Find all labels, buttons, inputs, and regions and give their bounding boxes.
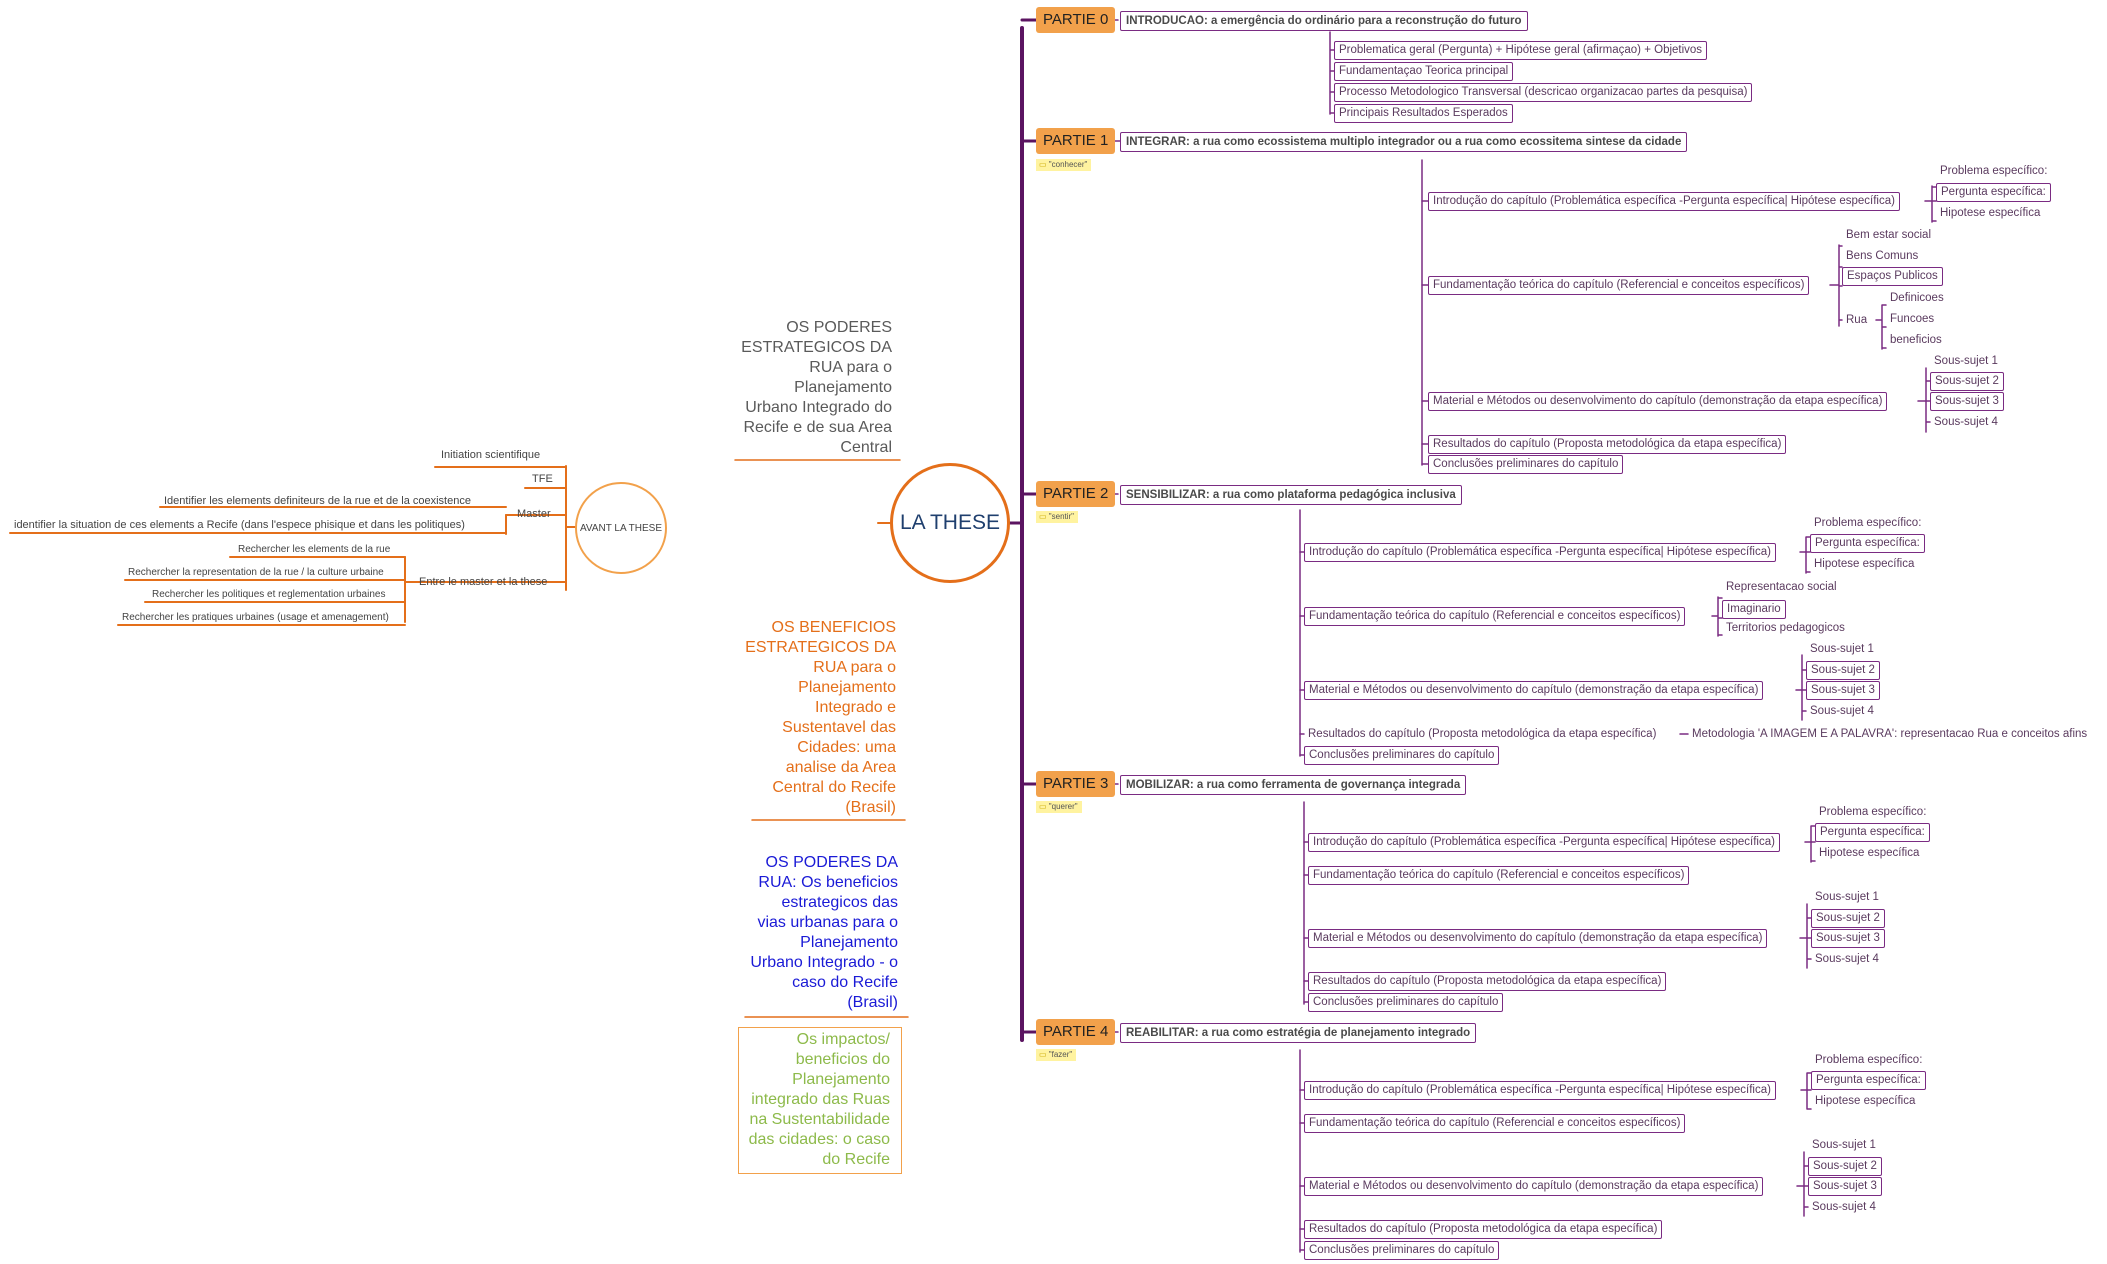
partie-1-conc[interactable]: Conclusões preliminares do capítulo [1428, 455, 1624, 474]
partie-1-title[interactable]: INTEGRAR: a rua como ecossistema multipl… [1120, 132, 1688, 152]
item-tfe[interactable]: TFE [532, 473, 553, 485]
partie-1-intro-sub[interactable]: Hipotese específica [1940, 207, 2041, 219]
partie-2-intro-sub[interactable]: Hipotese específica [1814, 558, 1915, 570]
partie-3-res[interactable]: Resultados do capítulo (Proposta metodol… [1308, 972, 1667, 991]
partie-3-fund[interactable]: Fundamentação teórica do capítulo (Refer… [1308, 866, 1690, 885]
partie-2-conc[interactable]: Conclusões preliminares do capítulo [1304, 746, 1500, 765]
partie-1-rua-sub[interactable]: Funcoes [1890, 313, 1935, 325]
partie-4-mat[interactable]: Material e Métodos ou desenvolvimento do… [1304, 1177, 1764, 1196]
item-rechercher-elements[interactable]: Rechercher les elements de la rue [238, 544, 391, 555]
partie-2-sous[interactable]: Sous-sujet 4 [1810, 705, 1874, 717]
partie-0-item[interactable]: Problematica geral (Pergunta) + Hipótese… [1334, 41, 1708, 60]
partie-1-note: "conhecer" [1036, 159, 1092, 171]
avant-la-these-node[interactable]: AVANT LA THESE [575, 482, 667, 574]
partie-4-fund[interactable]: Fundamentação teórica do capítulo (Refer… [1304, 1114, 1686, 1133]
partie-3-note: "querer" [1036, 801, 1082, 813]
partie-4-note: "fazer" [1036, 1049, 1077, 1061]
partie-3-sous[interactable]: Sous-sujet 2 [1811, 909, 1885, 928]
partie-1-intro-sub[interactable]: Problema específico: [1940, 165, 2048, 177]
partie-4-conc[interactable]: Conclusões preliminares do capítulo [1304, 1241, 1500, 1260]
partie-4-title[interactable]: REABILITAR: a rua como estratégia de pla… [1120, 1023, 1477, 1043]
item-initiation-scientifique[interactable]: Initiation scientifique [441, 449, 541, 461]
partie-1-intro[interactable]: Introdução do capítulo (Problemática esp… [1428, 192, 1900, 211]
partie-1-fund-sub[interactable]: Bens Comuns [1846, 250, 1919, 262]
partie-0-item[interactable]: Principais Resultados Esperados [1334, 104, 1513, 123]
partie-1-mat[interactable]: Material e Métodos ou desenvolvimento do… [1428, 392, 1888, 411]
partie-0-item[interactable]: Fundamentaçao Teorica principal [1334, 62, 1514, 81]
partie-2-note: "sentir" [1036, 511, 1079, 523]
partie-1-fund-sub-rua[interactable]: Rua [1846, 314, 1868, 326]
partie-2-res-note[interactable]: Metodologia 'A IMAGEM E A PALAVRA': repr… [1692, 728, 2088, 740]
partie-1-sous[interactable]: Sous-sujet 1 [1934, 355, 1998, 367]
partie-3-intro-sub[interactable]: Problema específico: [1819, 806, 1927, 818]
item-master[interactable]: Master [517, 508, 551, 520]
thesis-title-option-4-box [738, 1027, 902, 1174]
partie-3-intro[interactable]: Introdução do capítulo (Problemática esp… [1308, 833, 1780, 852]
partie-3-mat[interactable]: Material e Métodos ou desenvolvimento do… [1308, 929, 1768, 948]
partie-1-label[interactable]: PARTIE 1 [1036, 128, 1116, 154]
partie-2-fund-sub[interactable]: Imaginario [1722, 600, 1786, 619]
partie-0-label[interactable]: PARTIE 0 [1036, 7, 1116, 33]
partie-1-fund-sub[interactable]: Espaços Publicos [1842, 267, 1943, 286]
partie-3-label[interactable]: PARTIE 3 [1036, 771, 1116, 797]
partie-4-intro-sub[interactable]: Problema específico: [1815, 1054, 1923, 1066]
partie-1-rua-sub[interactable]: beneficios [1890, 334, 1942, 346]
partie-4-sous[interactable]: Sous-sujet 3 [1808, 1177, 1882, 1196]
partie-1-sous[interactable]: Sous-sujet 4 [1934, 416, 1998, 428]
partie-2-title[interactable]: SENSIBILIZAR: a rua como plataforma peda… [1120, 485, 1462, 505]
partie-2-mat[interactable]: Material e Métodos ou desenvolvimento do… [1304, 681, 1764, 700]
item-identifier-situation[interactable]: identifier la situation de ces elements … [14, 519, 465, 531]
item-rechercher-politiques[interactable]: Rechercher les politiques et reglementat… [152, 589, 386, 600]
partie-2-sous[interactable]: Sous-sujet 1 [1810, 643, 1874, 655]
item-entre-master-these[interactable]: Entre le master et la these [419, 576, 548, 588]
item-identifier-elements[interactable]: Identifier les elements definiteurs de l… [164, 495, 471, 507]
partie-4-label[interactable]: PARTIE 4 [1036, 1019, 1116, 1045]
partie-2-res[interactable]: Resultados do capítulo (Proposta metodol… [1308, 728, 1657, 740]
partie-4-sous[interactable]: Sous-sujet 4 [1812, 1201, 1876, 1213]
partie-2-fund-sub[interactable]: Representacao social [1726, 581, 1837, 593]
partie-3-sous[interactable]: Sous-sujet 3 [1811, 929, 1885, 948]
root-node[interactable]: LA THESE [890, 463, 1010, 583]
partie-2-intro-sub[interactable]: Problema específico: [1814, 517, 1922, 529]
partie-3-title[interactable]: MOBILIZAR: a rua como ferramenta de gove… [1120, 775, 1467, 795]
partie-1-intro-sub[interactable]: Pergunta específica: [1936, 183, 2051, 202]
partie-4-res[interactable]: Resultados do capítulo (Proposta metodol… [1304, 1220, 1663, 1239]
partie-3-intro-sub[interactable]: Pergunta específica: [1815, 823, 1930, 842]
partie-1-rua-sub[interactable]: Definicoes [1890, 292, 1944, 304]
partie-1-res[interactable]: Resultados do capítulo (Proposta metodol… [1428, 435, 1787, 454]
partie-2-sous[interactable]: Sous-sujet 3 [1806, 681, 1880, 700]
partie-1-sous[interactable]: Sous-sujet 2 [1930, 372, 2004, 391]
partie-2-intro[interactable]: Introdução do capítulo (Problemática esp… [1304, 543, 1776, 562]
partie-4-intro-sub[interactable]: Hipotese específica [1815, 1095, 1916, 1107]
partie-4-sous[interactable]: Sous-sujet 2 [1808, 1157, 1882, 1176]
partie-2-label[interactable]: PARTIE 2 [1036, 481, 1116, 507]
partie-2-fund-sub[interactable]: Territorios pedagogicos [1726, 622, 1845, 634]
item-rechercher-pratiques[interactable]: Rechercher les pratiques urbaines (usage… [122, 612, 389, 623]
partie-2-sous[interactable]: Sous-sujet 2 [1806, 661, 1880, 680]
partie-3-conc[interactable]: Conclusões preliminares do capítulo [1308, 993, 1504, 1012]
partie-3-sous[interactable]: Sous-sujet 4 [1815, 953, 1879, 965]
partie-1-fund-sub[interactable]: Bem estar social [1846, 229, 1932, 241]
partie-4-intro[interactable]: Introdução do capítulo (Problemática esp… [1304, 1081, 1776, 1100]
partie-4-sous[interactable]: Sous-sujet 1 [1812, 1139, 1876, 1151]
partie-1-sous[interactable]: Sous-sujet 3 [1930, 392, 2004, 411]
partie-1-fund[interactable]: Fundamentação teórica do capítulo (Refer… [1428, 276, 1810, 295]
partie-4-intro-sub[interactable]: Pergunta específica: [1811, 1071, 1926, 1090]
partie-3-sous[interactable]: Sous-sujet 1 [1815, 891, 1879, 903]
partie-2-intro-sub[interactable]: Pergunta específica: [1810, 534, 1925, 553]
partie-2-fund[interactable]: Fundamentação teórica do capítulo (Refer… [1304, 607, 1686, 626]
partie-0-title[interactable]: INTRODUCAO: a emergência do ordinário pa… [1120, 11, 1528, 31]
partie-0-item[interactable]: Processo Metodologico Transversal (descr… [1334, 83, 1753, 102]
item-rechercher-representation[interactable]: Rechercher la representation de la rue /… [128, 567, 384, 578]
partie-3-intro-sub[interactable]: Hipotese específica [1819, 847, 1920, 859]
